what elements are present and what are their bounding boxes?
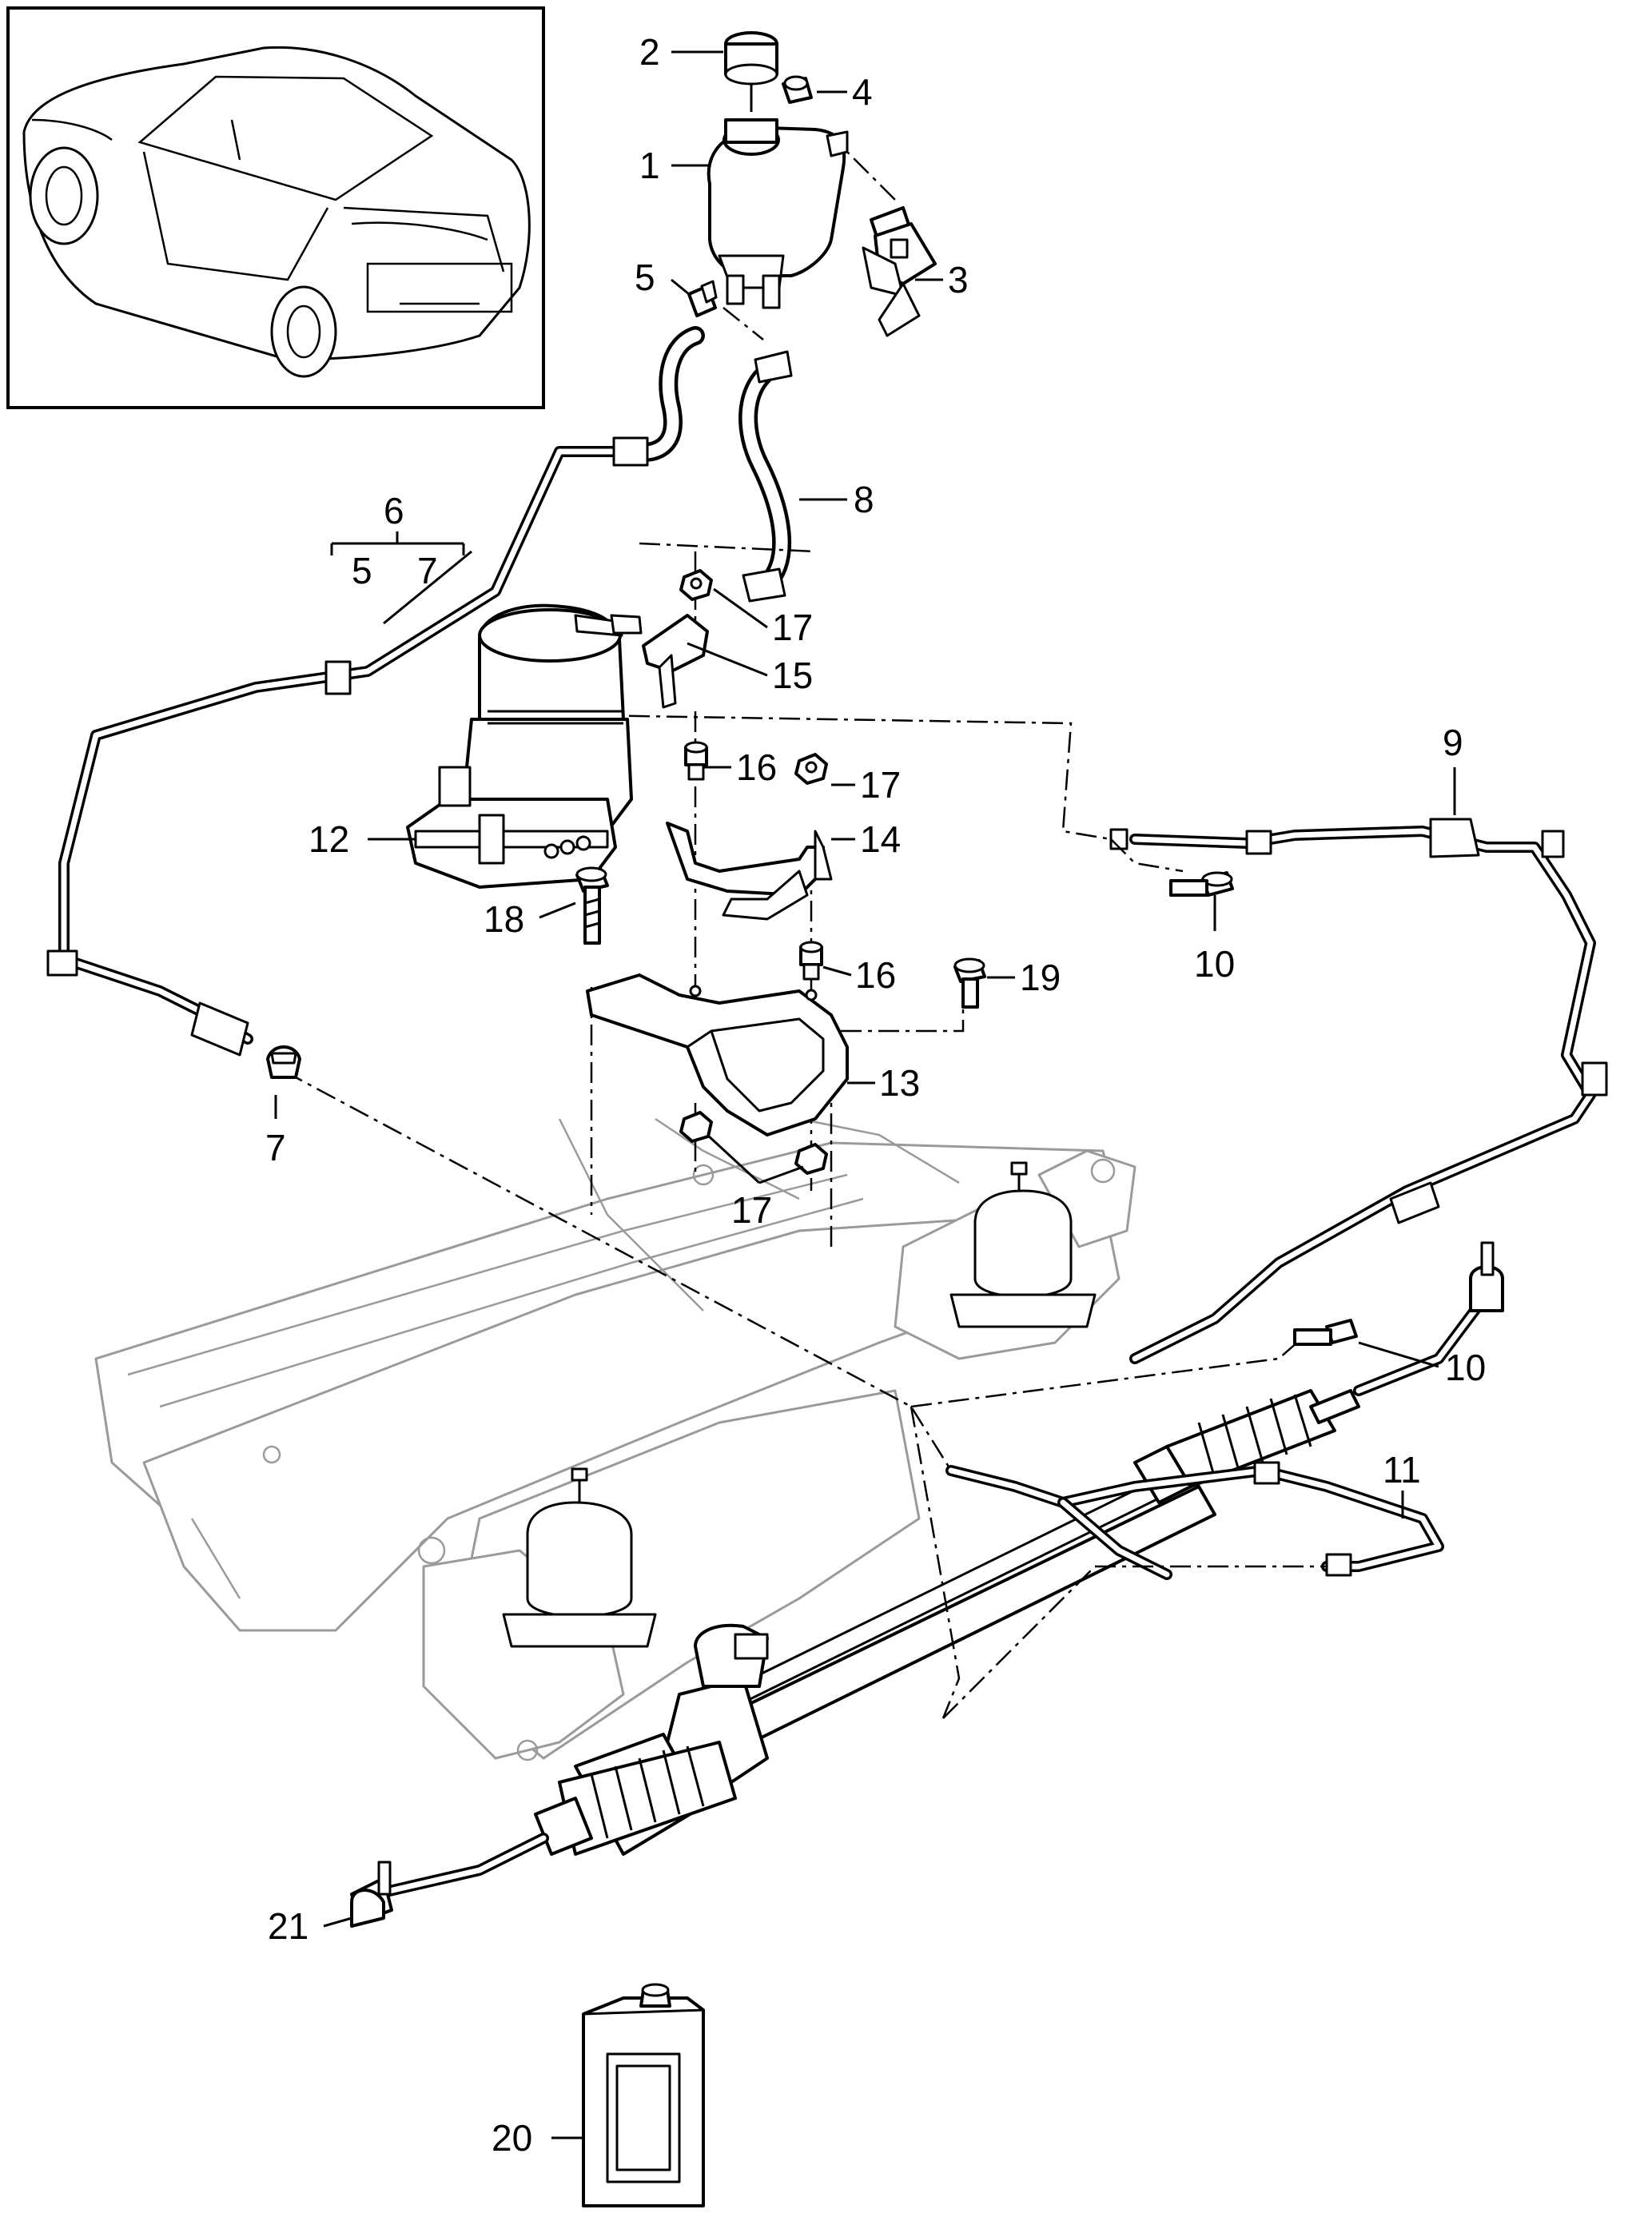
fluid-container xyxy=(582,1983,705,2207)
reservoir-cap xyxy=(724,31,778,112)
vehicle-inset xyxy=(6,6,545,409)
assembly-leader-lines xyxy=(283,131,1327,1719)
bolt-19 xyxy=(953,957,986,1009)
tie-rod-end-left xyxy=(350,1833,549,1928)
callout-group-6 xyxy=(330,531,465,555)
callout-leaders xyxy=(274,50,1456,2139)
callout-10-lower: 10 xyxy=(1445,1347,1486,1388)
engine-mount-left xyxy=(502,1467,657,1648)
bracket-lower xyxy=(666,822,833,921)
callout-2: 2 xyxy=(639,31,660,73)
callout-20: 20 xyxy=(492,2117,532,2159)
callout-12: 12 xyxy=(309,818,349,860)
callout-18: 18 xyxy=(484,898,524,940)
callout-7-group: 7 xyxy=(417,550,438,591)
callout-labels: 1 2 3 4 5 6 5 7 7 8 9 10 10 11 12 13 14 … xyxy=(265,31,1486,2159)
callout-19: 19 xyxy=(1020,957,1061,998)
callout-13: 13 xyxy=(879,1062,920,1104)
reservoir xyxy=(707,118,849,309)
bolt-18 xyxy=(575,866,609,945)
hose-clamp-5 xyxy=(687,280,718,317)
callout-9: 9 xyxy=(1443,722,1463,763)
bracket-upper xyxy=(642,614,709,709)
callout-17-top: 17 xyxy=(772,607,813,648)
tie-rod-end-right xyxy=(1353,1241,1504,1396)
hose-clamp-7 xyxy=(266,1045,301,1079)
callout-4: 4 xyxy=(852,71,873,113)
pump-carrier xyxy=(586,973,849,1136)
steering-pump xyxy=(406,603,643,889)
callout-17-mid: 17 xyxy=(860,764,901,806)
engine-mount-right xyxy=(949,1161,1097,1328)
steering-rack xyxy=(534,1389,1360,1856)
bolt-10-lower xyxy=(1293,1319,1358,1346)
vehicle-illustration xyxy=(22,46,531,378)
callout-3: 3 xyxy=(948,259,969,301)
callout-10-upper: 10 xyxy=(1194,943,1235,985)
callout-8: 8 xyxy=(854,479,874,520)
callout-1: 1 xyxy=(639,145,660,186)
nut-17-lower-right xyxy=(794,1143,828,1175)
return-line xyxy=(46,326,705,1057)
callout-5-reservoir: 5 xyxy=(635,257,655,298)
callout-16-lower: 16 xyxy=(855,954,896,996)
rubber-mount-lower xyxy=(799,941,823,981)
callout-11: 11 xyxy=(1383,1449,1421,1491)
callout-7-clamp: 7 xyxy=(265,1127,286,1168)
nut-4 xyxy=(782,75,813,104)
suction-hose xyxy=(738,350,793,603)
nut-17-mid xyxy=(794,753,828,785)
nut-17-lower-left xyxy=(679,1111,713,1143)
callout-17-lower: 17 xyxy=(731,1189,772,1231)
reservoir-bracket xyxy=(862,206,937,337)
callout-21: 21 xyxy=(268,1905,309,1947)
pressure-line xyxy=(1109,818,1608,1364)
callout-6: 6 xyxy=(384,490,404,531)
nut-17-top xyxy=(679,569,713,601)
bolt-10-upper xyxy=(1169,871,1234,897)
callout-5-group: 5 xyxy=(352,550,372,591)
callout-14: 14 xyxy=(860,818,901,860)
callout-16-upper: 16 xyxy=(736,746,777,788)
rubber-mount-upper xyxy=(684,741,708,781)
callout-15: 15 xyxy=(772,655,813,696)
